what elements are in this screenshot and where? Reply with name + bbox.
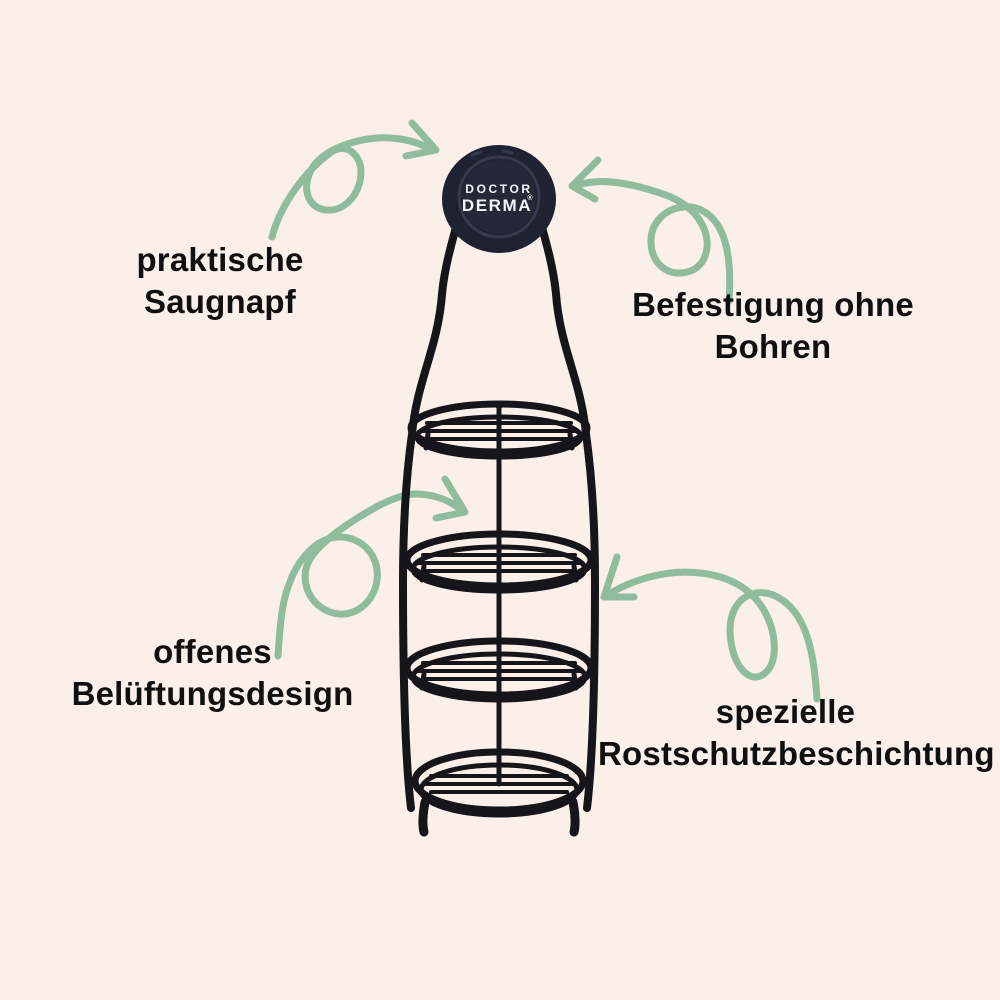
label-line: Befestigung ohne bbox=[632, 286, 914, 323]
wire-tier bbox=[411, 748, 587, 818]
label-line: Saugnapf bbox=[144, 283, 296, 321]
curly-arrow-to-suction-cup-right-icon bbox=[568, 156, 734, 305]
annotation-arrows bbox=[268, 119, 821, 703]
label-line: Rostschutzbeschichtung bbox=[598, 735, 995, 773]
rack-feet bbox=[418, 797, 580, 837]
curly-arrow-to-coated-frame-icon bbox=[600, 553, 821, 703]
label-line: Bohren bbox=[714, 328, 832, 366]
label-offenes-belueftungsdesign: offenes Belüftungsdesign bbox=[60, 631, 365, 715]
label-befestigung-ohne-bohren: Befestigung ohne Bohren bbox=[618, 284, 928, 368]
label-line: praktische bbox=[136, 241, 304, 278]
label-line: offenes bbox=[153, 633, 272, 670]
suction-cup-knob: DOCTOR DERMA ® bbox=[442, 145, 556, 253]
label-line: spezielle bbox=[715, 693, 856, 730]
curly-arrow-to-suction-cup-left-icon bbox=[268, 119, 440, 241]
label-praktische-saugnapf: praktische Saugnapf bbox=[70, 239, 370, 323]
registered-trademark-symbol: ® bbox=[527, 194, 533, 202]
curly-arrow-to-ventilation-tier-icon bbox=[274, 475, 469, 660]
label-spezielle-rostschutzbeschichtung: spezielle Rostschutzbeschichtung bbox=[598, 691, 995, 775]
shower-caddy-rack bbox=[398, 213, 600, 837]
brand-name-line2: DERMA bbox=[462, 196, 532, 215]
brand-name-line1: DOCTOR bbox=[465, 182, 532, 196]
label-line: Belüftungsdesign bbox=[71, 675, 354, 713]
